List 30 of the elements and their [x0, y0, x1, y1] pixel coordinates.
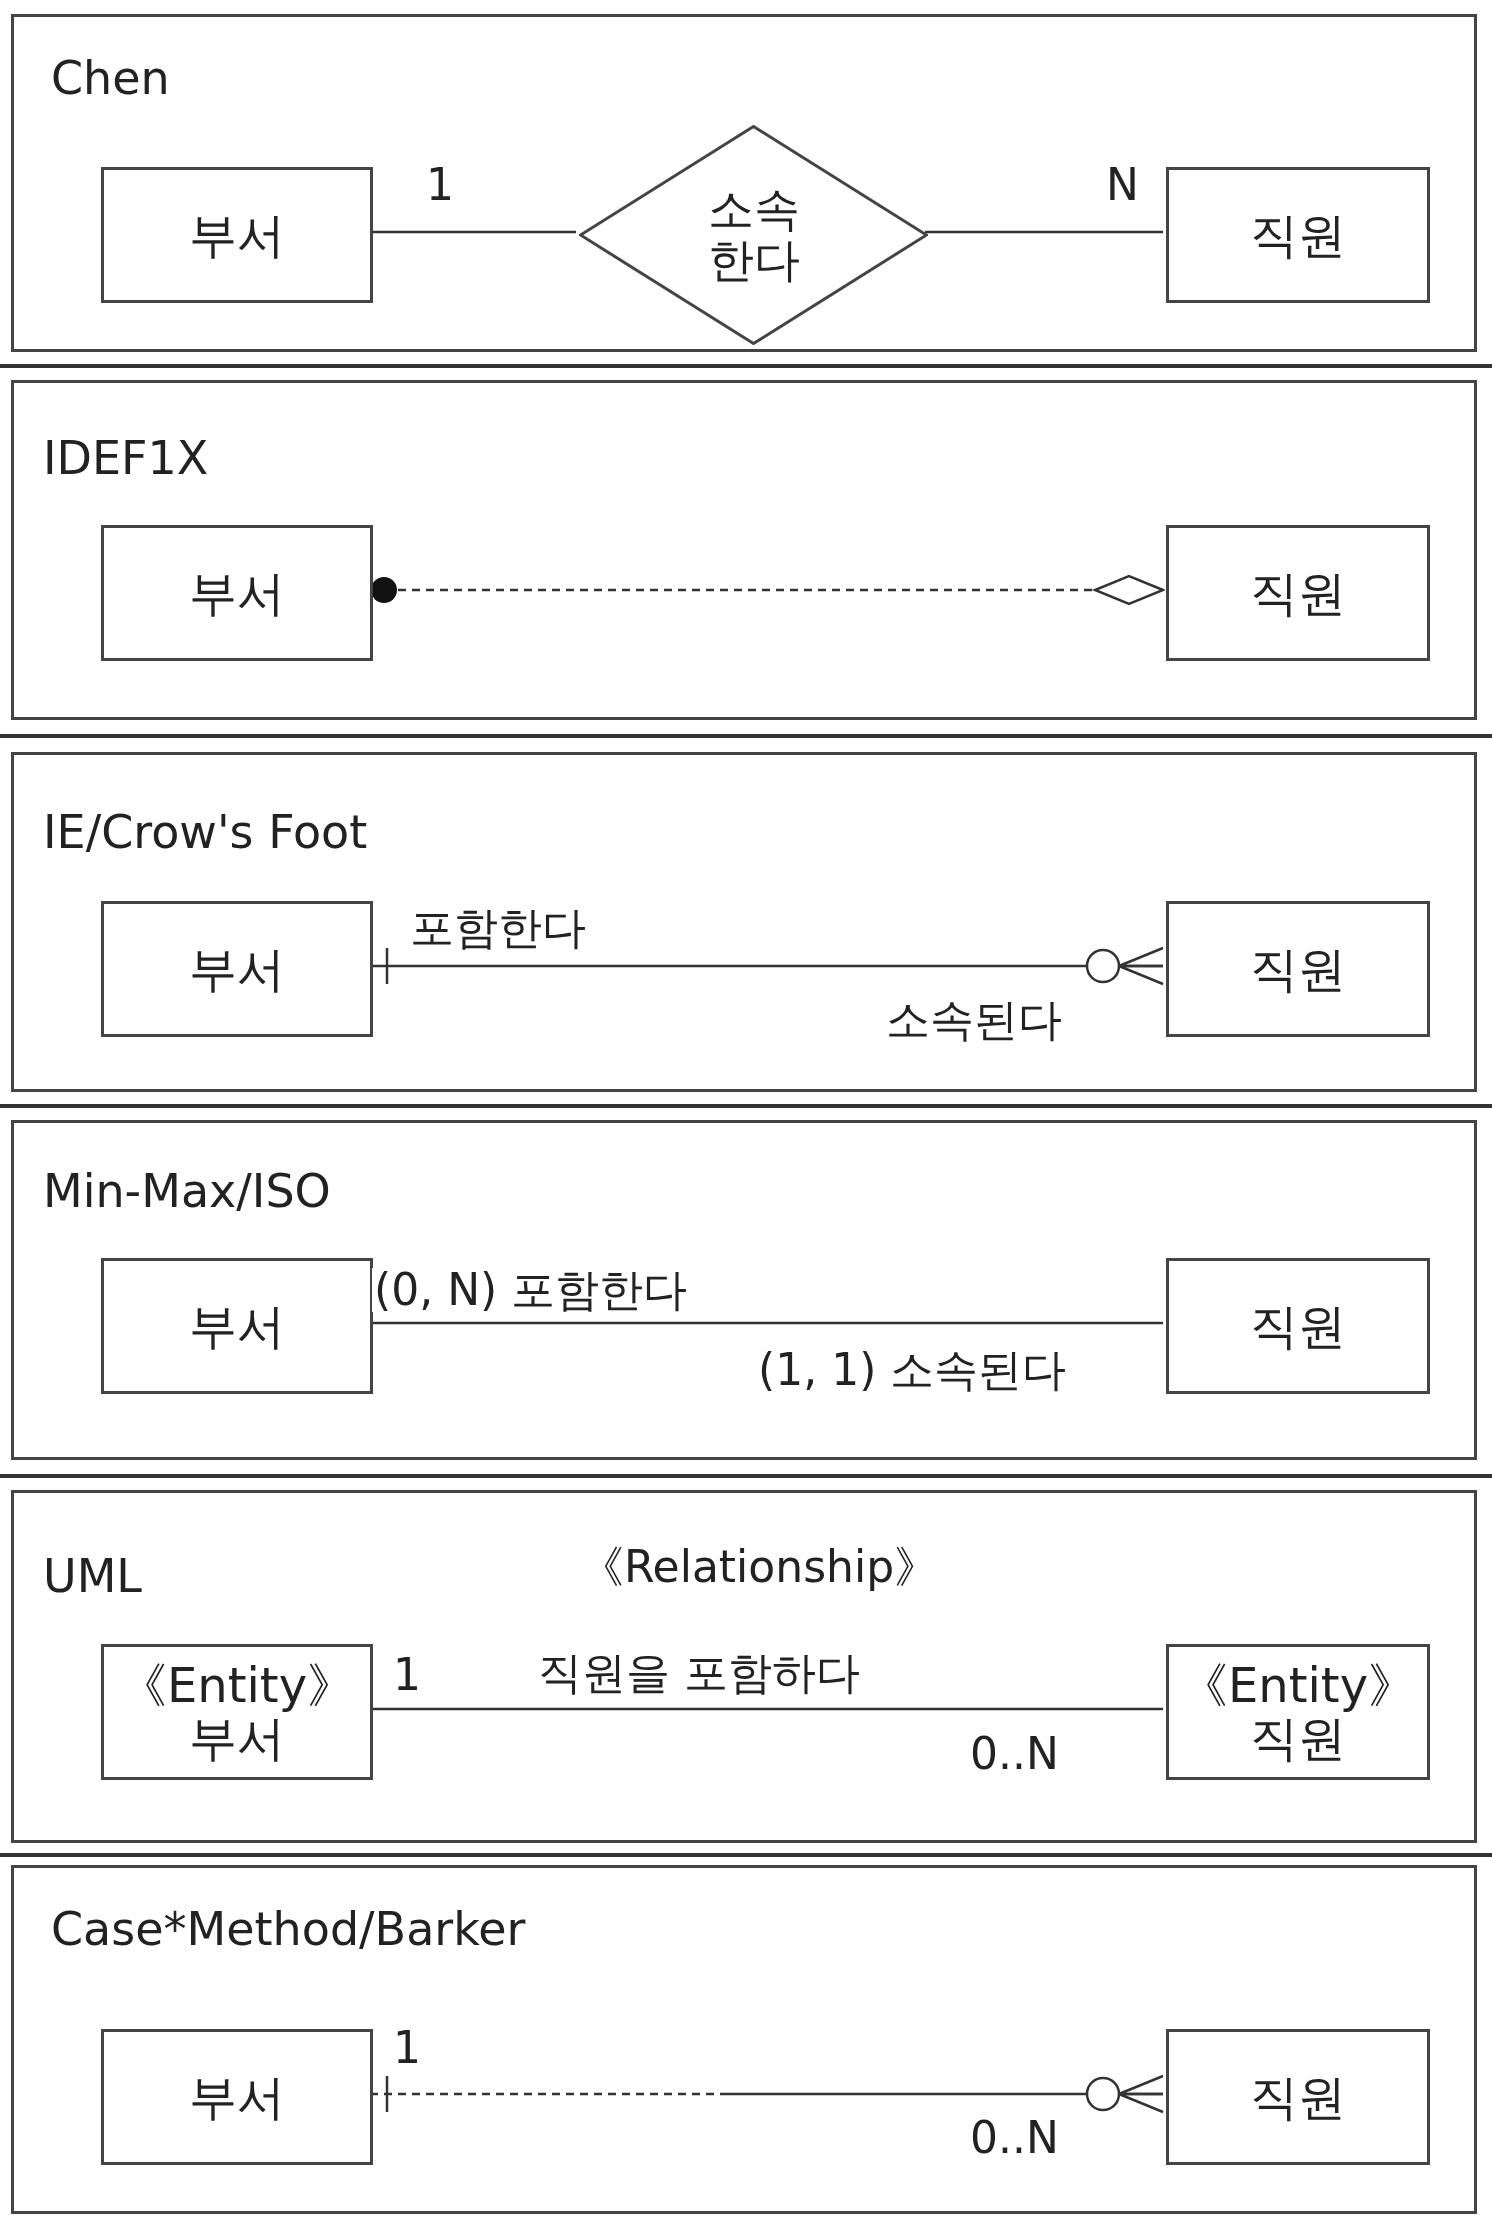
notation-title: Min-Max/ISO — [43, 1168, 331, 1214]
entity-box: 부서 — [101, 525, 373, 661]
entity-box: 직원 — [1166, 901, 1430, 1037]
entity-box: 직원 — [1166, 167, 1430, 303]
entity-name: 직원 — [1250, 1712, 1346, 1765]
entity-box: 직원 — [1166, 1258, 1430, 1394]
entity-box — [1166, 1644, 1430, 1780]
entity-box: 부서 — [101, 167, 373, 303]
panel-frame — [11, 1490, 1477, 1843]
stereotype-label: 《Entity》 — [1179, 1659, 1417, 1712]
panel-frame — [11, 752, 1477, 1092]
entity-box: 부서 — [101, 901, 373, 1037]
notation-title: IE/Crow's Foot — [43, 809, 368, 855]
notation-title: Chen — [51, 55, 170, 101]
notation-title: UML — [43, 1553, 142, 1599]
panel-frame — [11, 1865, 1477, 2214]
relationship-line — [925, 230, 1163, 234]
stereotype-label: 《Entity》 — [118, 1659, 356, 1712]
entity-name: 부서 — [189, 1712, 285, 1765]
entity-box: 직원 — [1166, 2029, 1430, 2165]
notation-title: IDEF1X — [43, 435, 209, 481]
entity-box: 부서 — [101, 1258, 373, 1394]
relationship-name: 소속한다 — [706, 184, 801, 286]
entity-box — [101, 1644, 373, 1780]
entity-box: 부서 — [101, 2029, 373, 2165]
entity-box: 직원 — [1166, 525, 1430, 661]
panel-frame — [11, 380, 1477, 720]
panel-frame — [11, 14, 1477, 352]
notation-title: Case*Method/Barker — [51, 1906, 526, 1952]
panel-frame — [11, 1120, 1477, 1460]
